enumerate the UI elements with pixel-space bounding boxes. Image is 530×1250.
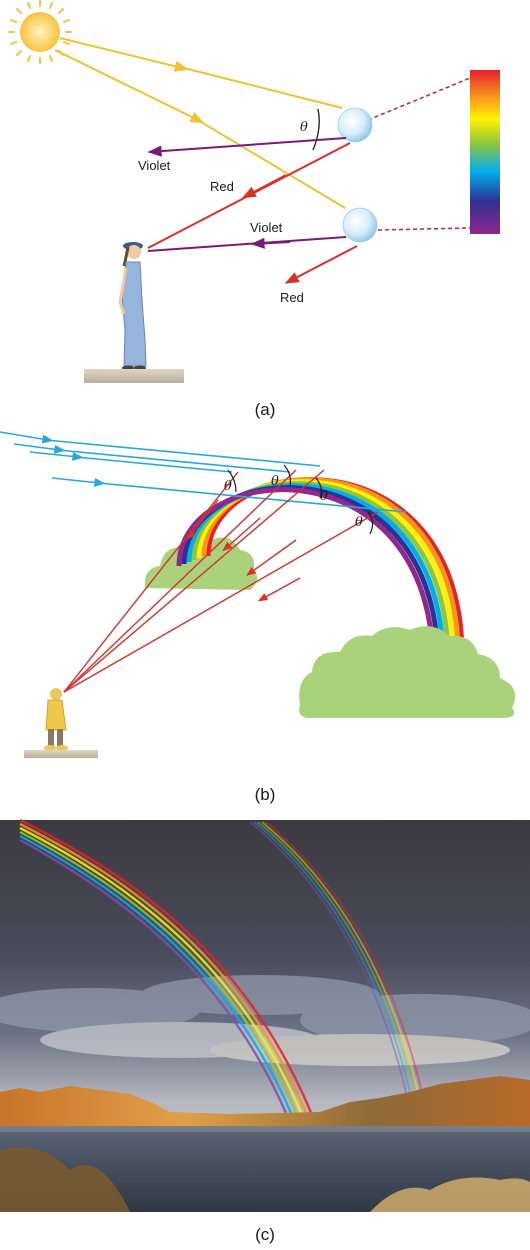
exit-rays: [147, 137, 358, 284]
angle-arcs-b: [227, 464, 374, 535]
red-rays-b: [63, 469, 379, 693]
label-violet-top: Violet: [138, 158, 171, 173]
angle-symbol-b1: θ: [224, 479, 232, 494]
caption-b: (b): [255, 785, 276, 804]
caption-a: (a): [255, 400, 276, 419]
panel-b: θ θ θ θ (b): [0, 431, 516, 804]
tree-line: [0, 1076, 530, 1126]
angle-symbol-a: θ: [300, 120, 308, 135]
foreground-reeds: [370, 1177, 530, 1212]
platform-b: [24, 750, 98, 758]
bush-large: [299, 626, 516, 718]
platform-a: [84, 369, 184, 383]
label-red-top: Red: [210, 179, 234, 194]
sunlight-rays: [54, 37, 346, 209]
angle-arc-a: [312, 108, 320, 151]
foreground-grass: [0, 1147, 130, 1212]
panel-c-photo: (c): [0, 818, 530, 1244]
sunlight-rays-b: [0, 431, 407, 513]
sun-icon: [8, 0, 72, 64]
observer-woman: [118, 242, 147, 371]
angle-symbol-b2: θ: [271, 474, 279, 489]
photo-rainbow-primary: [19, 818, 316, 1121]
photo-rainbow-secondary: [249, 821, 427, 1111]
label-violet-bottom: Violet: [250, 220, 283, 235]
angle-symbol-b4: θ: [355, 515, 363, 530]
raindrop-upper: [337, 107, 373, 143]
raindrop-lower: [342, 207, 378, 243]
dashed-reference-lines: [367, 77, 471, 231]
angle-symbol-b3: θ: [320, 489, 328, 504]
label-red-bottom: Red: [280, 290, 304, 305]
observer-child: [44, 688, 68, 751]
caption-c: (c): [255, 1225, 275, 1244]
panel-a: θ Violet Red Violet Red (a): [8, 0, 500, 419]
